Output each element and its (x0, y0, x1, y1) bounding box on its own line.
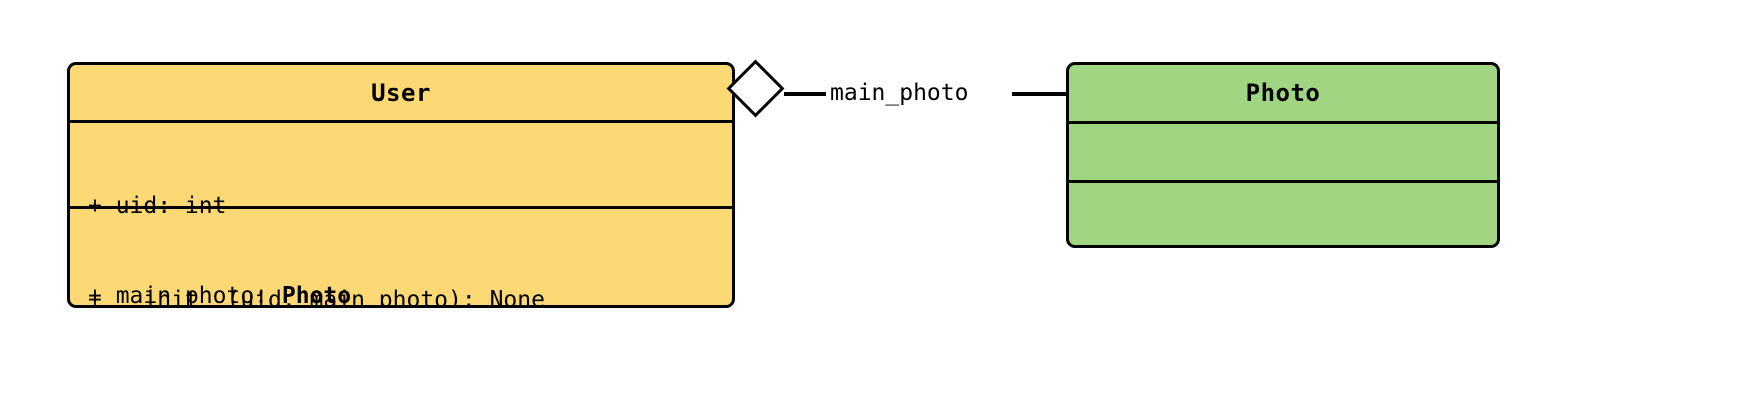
uml-class-photo-title: Photo (1245, 79, 1321, 107)
uml-attribute-row: + main_photo: Photo (88, 281, 732, 308)
uml-class-photo[interactable]: Photo (1066, 62, 1500, 248)
uml-class-user-title: User (371, 78, 431, 107)
aggregation-label: main_photo (826, 78, 973, 108)
aggregation-line-segment-left (784, 92, 830, 96)
uml-class-photo-methods-compartment (1069, 180, 1497, 239)
uml-class-photo-attributes-compartment (1069, 121, 1497, 180)
uml-class-user-method-list: + __init__(uid, main_photo): None (70, 209, 732, 308)
uml-class-user[interactable]: User + uid: int + main_photo: Photo + __… (67, 62, 735, 308)
uml-method-text: + __init__(uid, main_photo): None (88, 287, 545, 308)
uml-attribute-type-ref: Photo (281, 283, 352, 308)
uml-class-user-attributes-compartment: + uid: int + main_photo: Photo (70, 120, 732, 305)
aggregation-diamond-icon (726, 59, 785, 118)
aggregation-line-segment-right (1012, 92, 1068, 96)
uml-class-user-methods-compartment: + __init__(uid, main_photo): None (70, 206, 732, 305)
uml-method-row: + __init__(uid, main_photo): None (88, 285, 732, 308)
uml-attribute-text: + main_photo: (88, 283, 282, 308)
